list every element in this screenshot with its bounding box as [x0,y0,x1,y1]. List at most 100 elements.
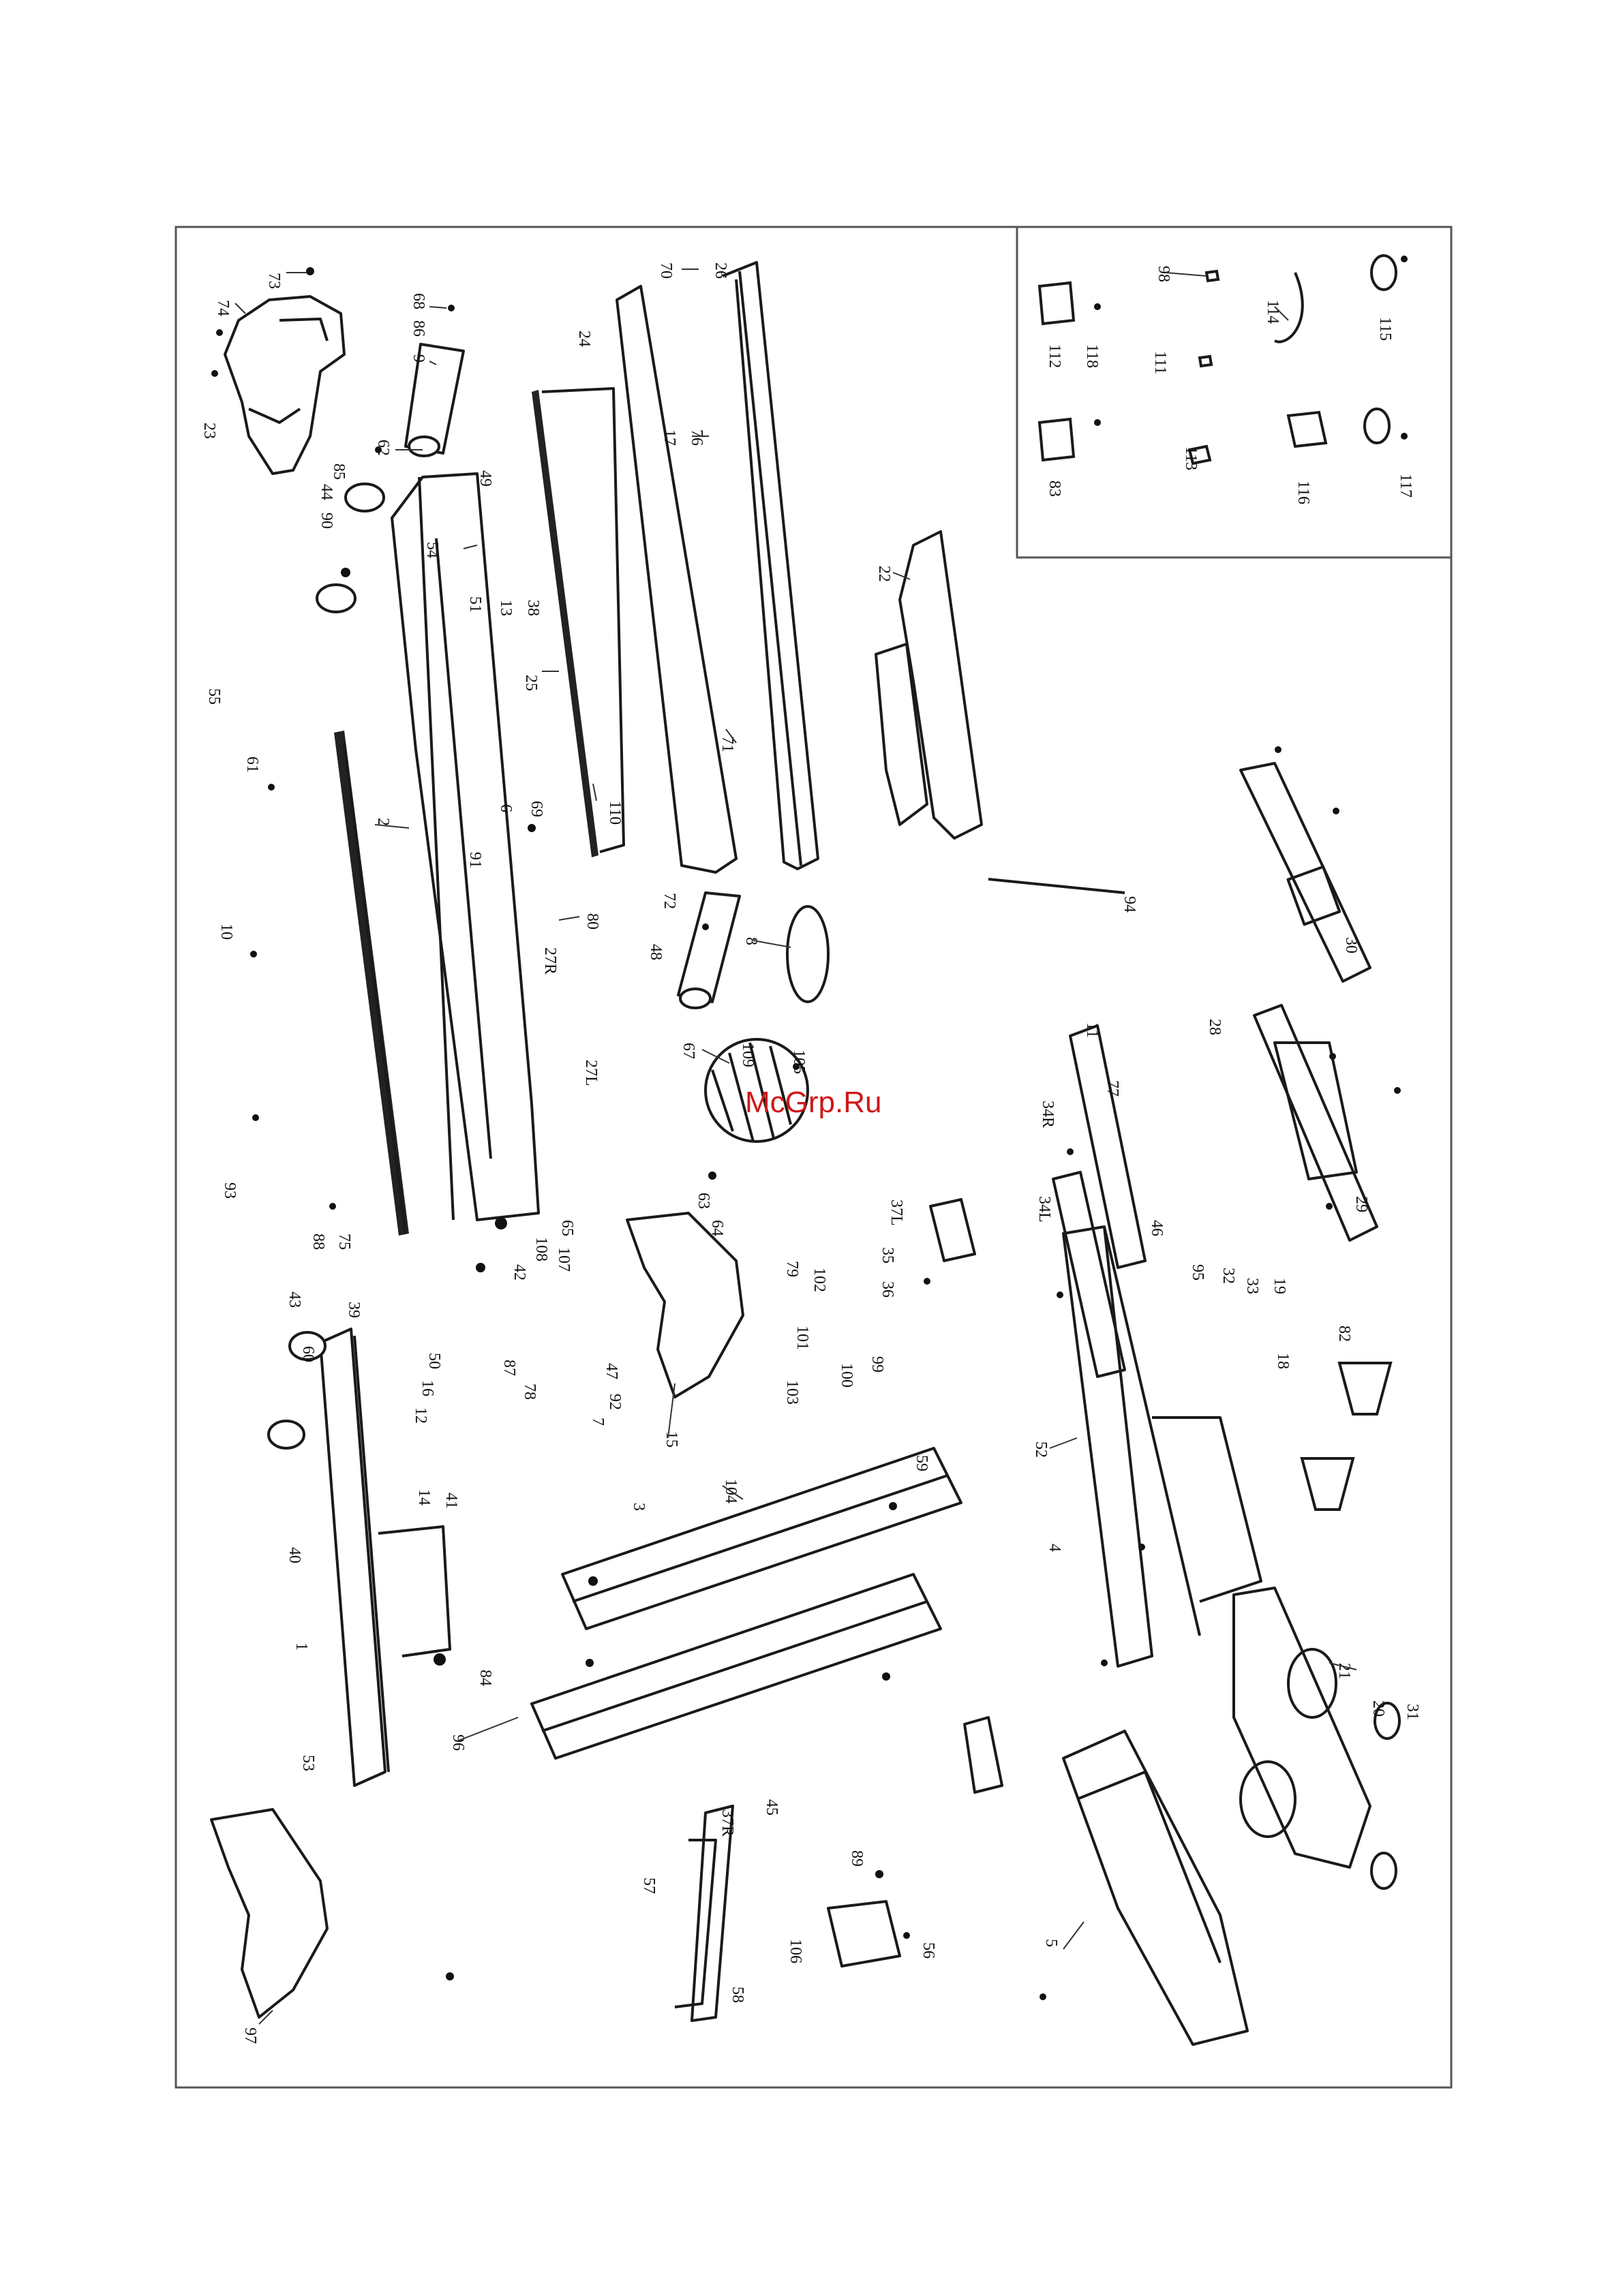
callout-label: 117 [1397,474,1414,498]
callout-label: 50 [425,1353,443,1369]
callout-label: 54 [423,542,441,558]
callout-label: 95 [1189,1264,1207,1281]
callout-label: 89 [848,1850,866,1867]
callout-label: 24 [575,331,593,347]
callout-label: 111 [1151,351,1169,374]
leader-lines [234,269,1357,2025]
callout-label: 22 [875,566,893,582]
callout-label: 31 [1404,1704,1421,1720]
callout-label: 30 [1342,937,1360,953]
callout-label: 94 [1121,896,1138,913]
callout-label: 62 [374,440,392,456]
callout-label: 100 [838,1363,855,1388]
callout-label: 27R [541,947,559,975]
callout-label: 53 [299,1755,317,1771]
callout-label: 82 [1335,1326,1353,1342]
callout-label: 26 [712,262,729,279]
callout-label: 10 [217,923,235,940]
callout-label: 1 [292,1642,310,1651]
callout-label: 84 [476,1670,494,1686]
callout-label: 37L [888,1199,905,1226]
callout-label: 34R [1039,1101,1057,1128]
callout-label: 36 [879,1281,896,1298]
callout-label: 80 [583,913,601,930]
callout-label: 102 [810,1268,828,1292]
callout-label: 34L [1035,1196,1053,1223]
callout-label: 105 [790,1050,808,1074]
callout-label: 85 [330,463,348,480]
callout-label: 20 [1369,1700,1387,1717]
callout-label: 110 [606,801,624,825]
callout-label: 37R [718,1809,736,1837]
callout-label: 61 [243,756,261,773]
callout-label: 23 [200,423,218,439]
callout-label: 43 [286,1291,303,1308]
callout-label: 16 [419,1380,436,1396]
callout-label: 49 [476,470,494,487]
callout-label: 68 [410,293,427,309]
callout-label: 63 [695,1193,712,1209]
callout-label: 88 [309,1234,327,1250]
callout-label: 98 [1155,266,1172,282]
callout-label: 9 [410,354,427,363]
callout-label: 64 [708,1220,726,1236]
callout-label: 79 [783,1261,801,1277]
callout-label: 12 [412,1407,429,1424]
callout-label: 101 [793,1326,811,1350]
callout-label: 97 [241,2027,259,2044]
callout-label: 58 [729,1987,746,2003]
callout-label: 114 [1264,300,1281,324]
callout-label: 8 [742,937,760,945]
callout-label: 18 [1274,1353,1292,1369]
callout-label: 28 [1206,1019,1224,1035]
callout-label: 19 [1271,1278,1288,1294]
callout-label: 46 [1148,1220,1166,1236]
callout-label: 90 [318,512,335,529]
callout-label: 106 [787,1939,804,1963]
parts-drawing [210,254,1401,2046]
callout-label: 96 [449,1734,467,1751]
callout-label: 118 [1083,344,1101,368]
callout-label: 56 [920,1942,937,1959]
callout-label: 48 [647,944,665,960]
fasteners [211,256,1408,2000]
diagram-border [175,226,1453,2089]
callout-label: 57 [640,1878,658,1894]
callout-label: 44 [318,484,335,500]
callout-label: 39 [345,1302,363,1318]
callout-label: 2 [374,818,392,826]
callout-label: 73 [265,273,283,289]
callout-label: 70 [657,262,675,279]
callout-label: 78 [521,1383,539,1400]
callout-label: 75 [335,1234,353,1250]
callout-label: 107 [555,1247,573,1272]
callout-label: 59 [913,1455,930,1471]
callout-label: 15 [663,1431,680,1448]
callout-label: 27L [582,1060,600,1086]
callout-label: 72 [661,893,678,909]
callout-label: 7 [589,1418,607,1426]
callout-label: 33 [1243,1278,1261,1294]
callout-label: 108 [532,1237,550,1261]
callout-label: 45 [763,1799,780,1816]
callout-label: 116 [1294,480,1312,504]
accessory-inset-border [1016,226,1453,559]
callout-label: 103 [783,1380,801,1405]
callout-label: 74 [214,300,232,316]
callout-label: 47 [603,1363,620,1379]
callout-label: 83 [1046,480,1063,497]
callout-label: 14 [415,1489,433,1505]
callout-label: 112 [1046,344,1063,368]
callout-label: 5 [1042,1939,1060,1947]
callout-label: 65 [558,1220,576,1236]
watermark: McGrp.Ru [745,1086,881,1119]
callout-label: 40 [286,1547,303,1563]
callout-label: 87 [500,1360,518,1376]
callout-label: 76 [688,429,706,446]
callout-label: 41 [442,1493,460,1509]
callout-label: 29 [1352,1196,1370,1212]
callout-label: 93 [221,1182,239,1199]
callout-label: 32 [1219,1268,1237,1284]
callout-label: 113 [1182,446,1200,470]
